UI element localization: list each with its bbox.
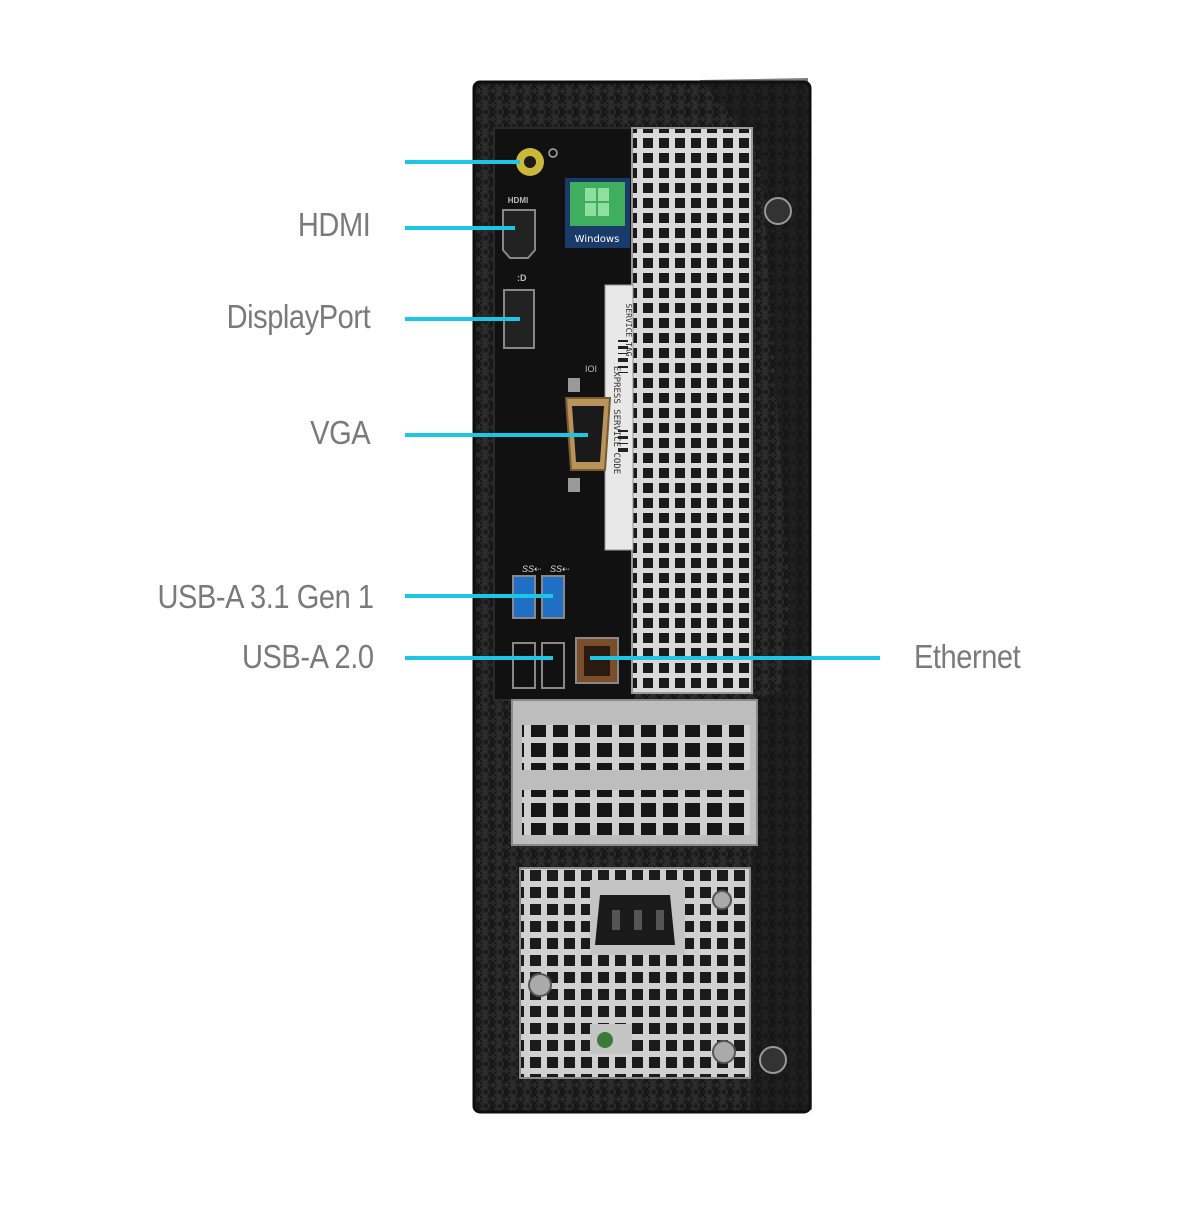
svg-text:SERVICE TAG: SERVICE TAG [624,304,633,357]
ethernet-label: Ethernet [914,638,1021,675]
displayport-label: DisplayPort [226,298,370,335]
vga-label: VGA [309,414,370,451]
displayport-callout-line [405,317,520,321]
service-tag-text: EXPRESS SERVICE CODE [611,366,621,474]
svg-text:IOI: IOI [585,364,597,374]
usb3-label: USB-A 3.1 Gen 1 [157,578,375,615]
top-grill [631,127,753,694]
hdmi-callout-line [405,226,515,230]
vga-callout-line [405,433,588,437]
svg-text:SS⇠: SS⇠ [550,564,570,574]
hdmi-port [502,209,536,259]
svg-text:SS⇠: SS⇠ [522,564,542,574]
usb2-callout-line [405,656,553,660]
usb2-label: USB-A 2.0 [242,638,374,675]
usb2-port-2 [541,642,565,689]
svg-text:Windows: Windows [575,234,620,245]
usb2-port-1 [512,642,536,689]
audio-callout-line [405,160,520,164]
hdmi-label: HDMI [297,206,371,243]
svg-text::D: :D [517,273,527,283]
ethernet-callout-line [590,656,880,660]
usb3-callout-line [405,594,553,598]
svg-text:HDMI: HDMI [508,196,528,205]
